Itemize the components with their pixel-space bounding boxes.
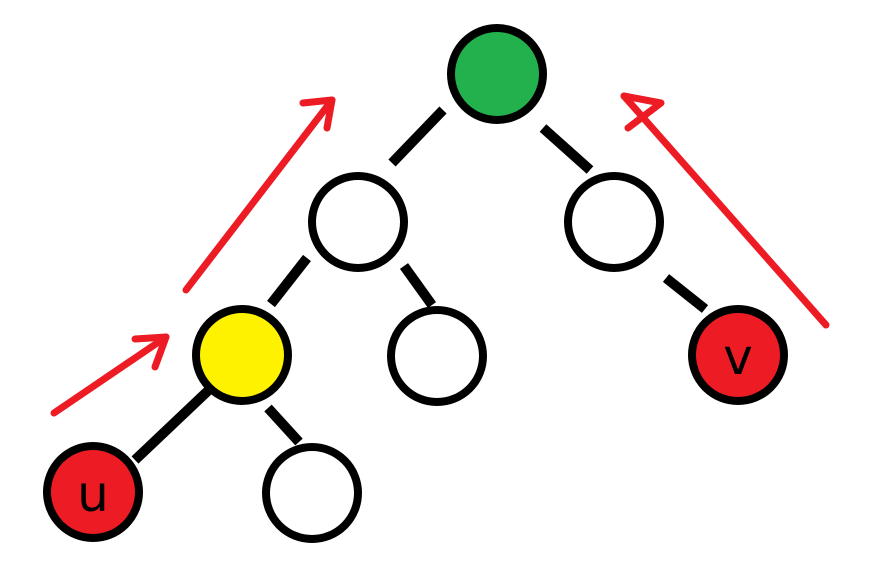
arrow-lca-to-root — [182, 96, 336, 294]
node-u-label: u — [77, 465, 109, 523]
node-v: v — [688, 305, 788, 405]
node-lca-right-child-circle — [262, 443, 362, 543]
arrows-layer — [50, 92, 830, 417]
edge-root-left-child — [388, 106, 447, 167]
node-lca — [192, 305, 292, 405]
arrow-v-to-root-head — [620, 92, 665, 132]
node-root-circle — [447, 24, 547, 124]
node-lca-circle — [192, 305, 292, 405]
edge-lca-u — [131, 383, 216, 464]
node-left-right-child — [387, 306, 487, 406]
edge-lca-lca-right-child — [264, 404, 303, 446]
nodes-layer: uv — [43, 24, 788, 543]
edge-left-child-lca — [267, 254, 311, 308]
node-v-label: v — [723, 328, 753, 386]
arrow-lca-to-root-head — [299, 96, 336, 132]
edges-layer — [131, 106, 709, 464]
node-root — [447, 24, 547, 124]
node-left-child-circle — [308, 172, 408, 272]
arrow-lca-to-root-shaft — [182, 96, 336, 294]
node-u-circle — [43, 442, 143, 542]
node-left-right-child-circle — [387, 306, 487, 406]
node-lca-right-child — [262, 443, 362, 543]
edge-root-right-child — [539, 124, 594, 174]
node-v-circle — [688, 305, 788, 405]
node-right-child — [564, 172, 664, 272]
node-left-child — [308, 172, 408, 272]
edge-left-child-left-right-child — [399, 263, 437, 308]
edge-right-child-v — [662, 274, 709, 313]
node-u: u — [43, 442, 143, 542]
arrow-u-to-lca-head — [131, 333, 170, 371]
arrow-u-to-lca — [50, 333, 170, 417]
arrow-u-to-lca-shaft — [50, 333, 170, 417]
node-right-child-circle — [564, 172, 664, 272]
arrow-v-to-root — [620, 92, 830, 329]
arrow-v-to-root-shaft — [620, 92, 830, 329]
